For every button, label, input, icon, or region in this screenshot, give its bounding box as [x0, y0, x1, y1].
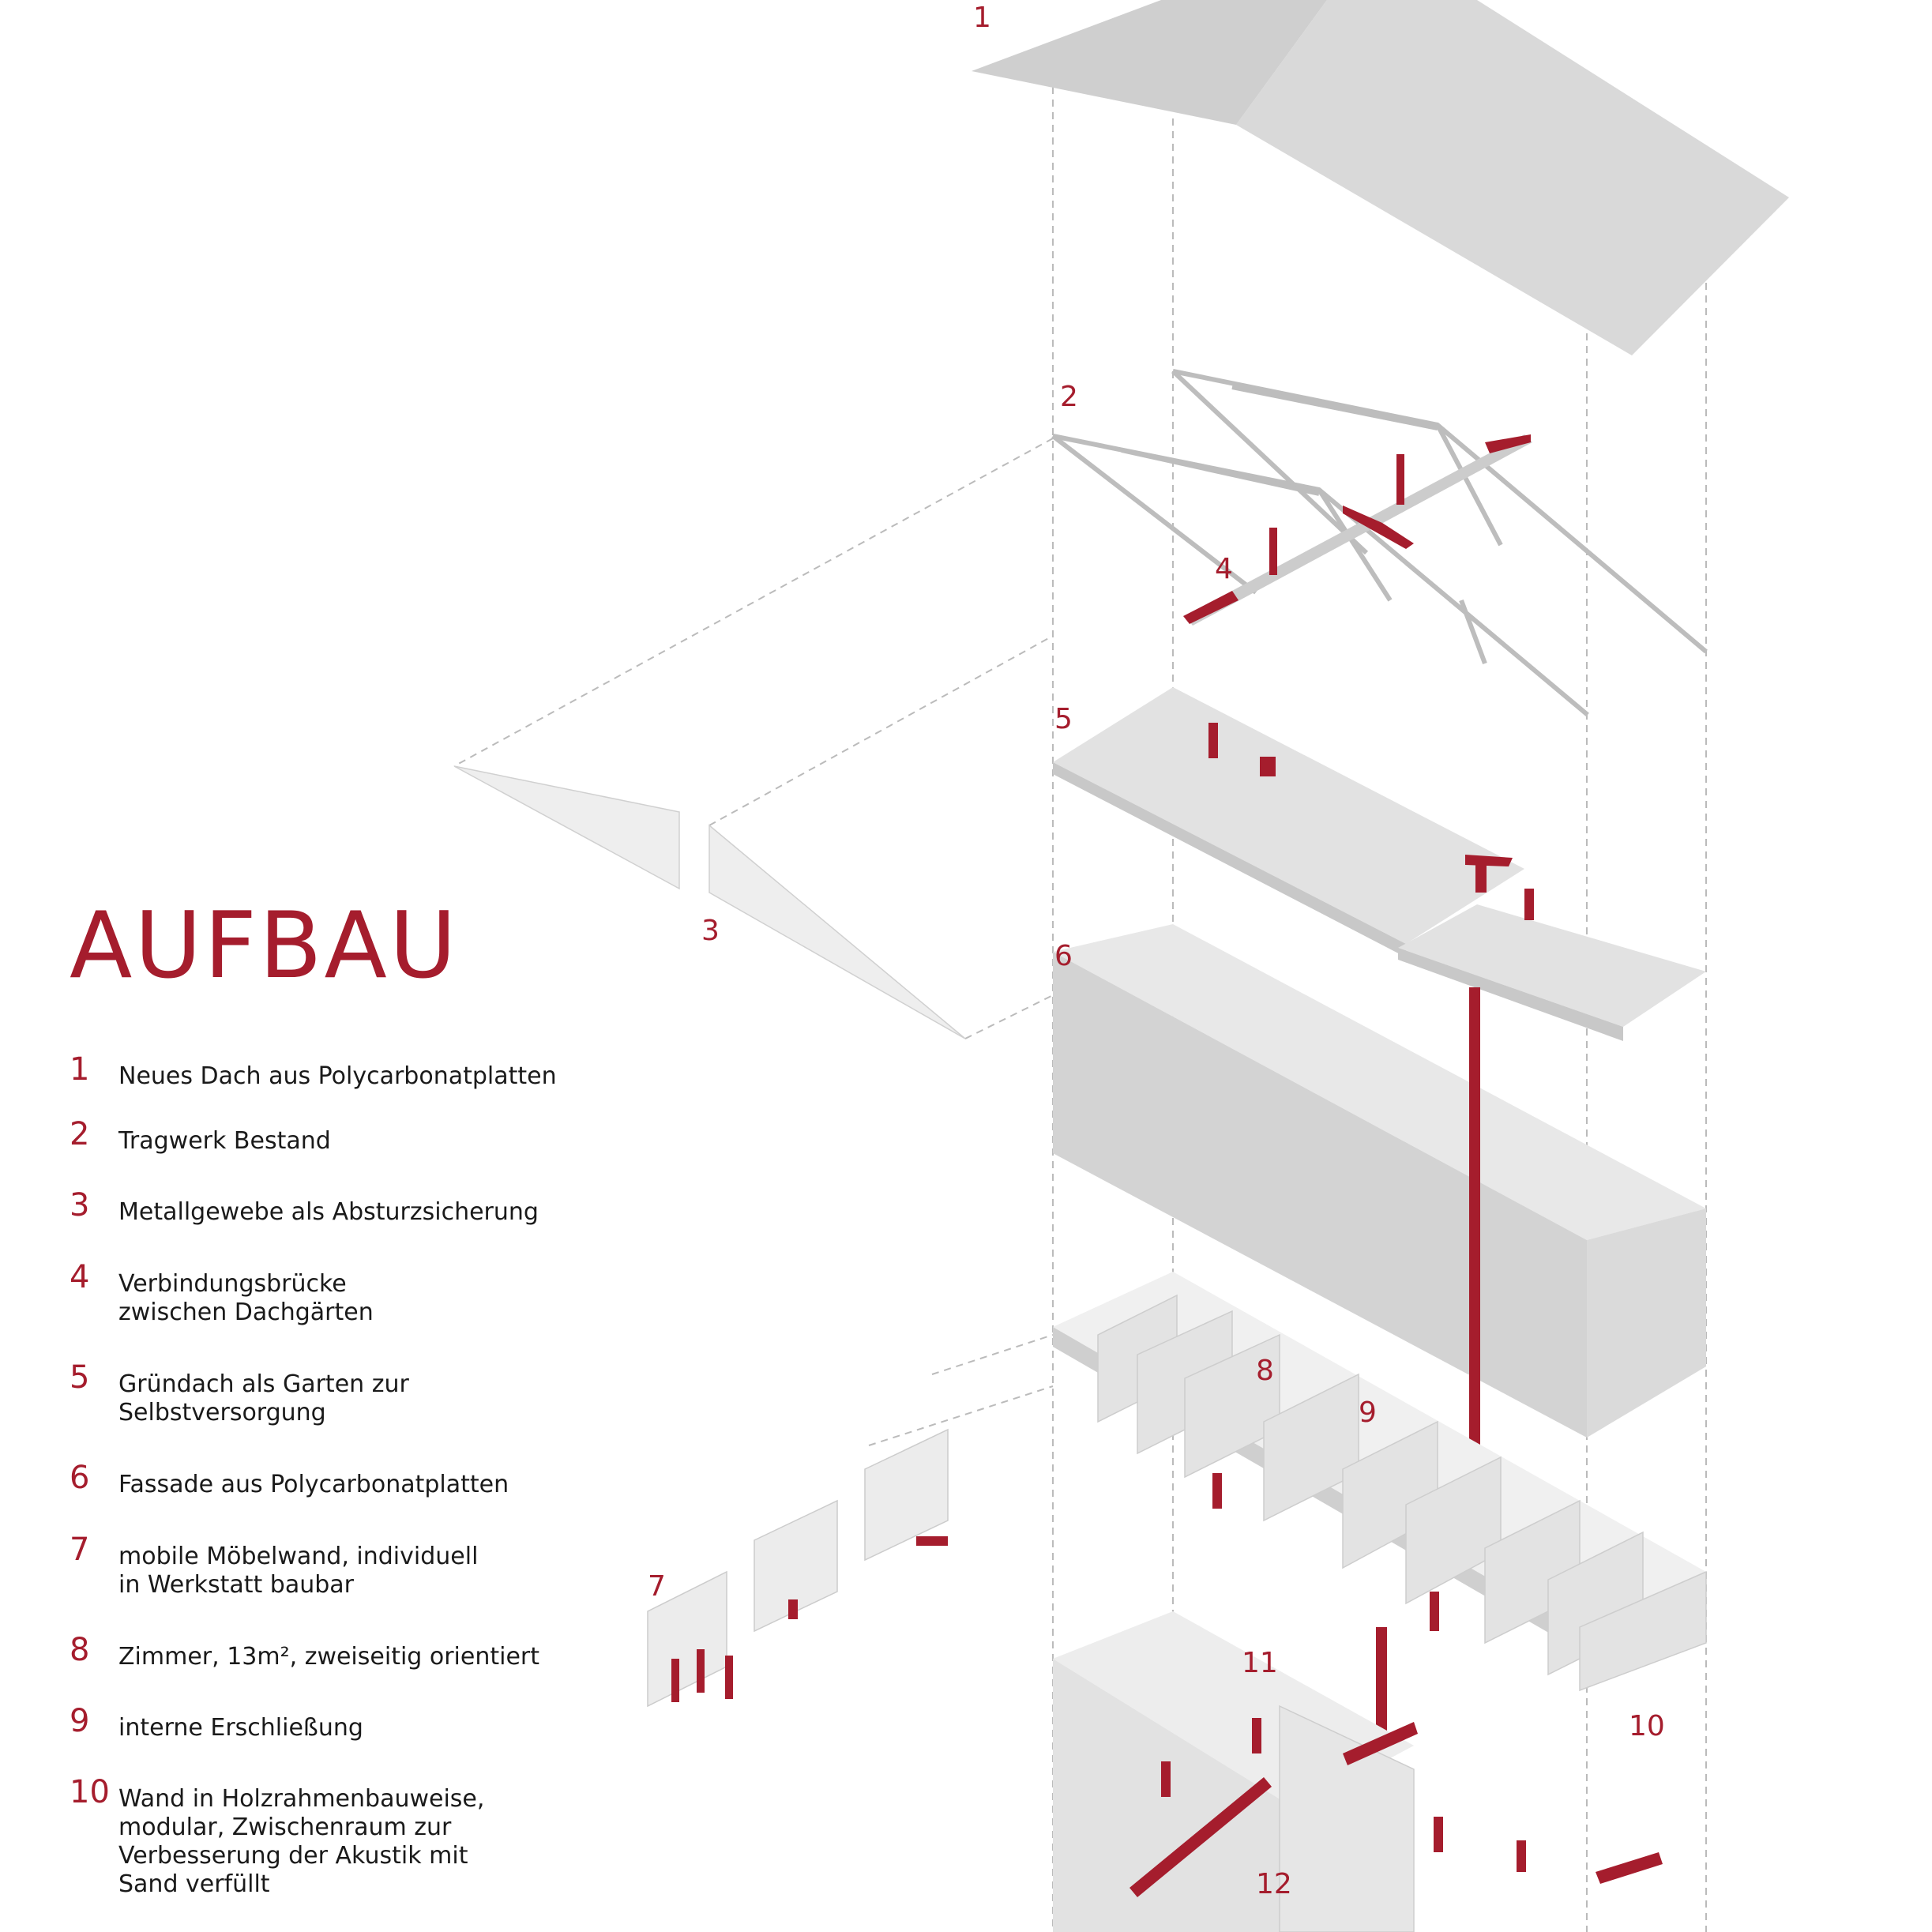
legend-text: interne Erschließung [118, 1714, 363, 1742]
callout-5: 5 [1054, 703, 1073, 735]
legend-number: 3 [70, 1187, 90, 1223]
callout-8: 8 [1256, 1355, 1274, 1387]
legend-text: mobile Möbelwand, individuell in Werksta… [118, 1543, 479, 1599]
legend-number: 8 [70, 1632, 90, 1668]
legend-number: 5 [70, 1359, 90, 1396]
callout-3: 3 [701, 915, 720, 947]
callout-7: 7 [648, 1570, 666, 1603]
page-title: AUFBAU [70, 893, 459, 999]
legend-text: Metallgewebe als Absturzsicherung [118, 1198, 539, 1226]
callout-1: 1 [973, 2, 991, 34]
callout-10: 10 [1629, 1710, 1665, 1742]
legend-text: Verbindungsbrücke zwischen Dachgärten [118, 1270, 374, 1326]
legend-number: 9 [70, 1703, 90, 1739]
legend-text: Fassade aus Polycarbonatplatten [118, 1471, 509, 1498]
connecting-bridge [1183, 434, 1532, 626]
legend-text: Tragwerk Bestand [118, 1127, 331, 1155]
legend-number: 4 [70, 1259, 90, 1295]
legend-text: Wand in Holzrahmenbauweise, modular, Zwi… [118, 1785, 485, 1898]
metal-mesh-panels [453, 765, 966, 1039]
green-roof-slabs [1053, 687, 1706, 1041]
callout-6: 6 [1054, 940, 1073, 972]
upper-floor-rooms [1053, 1272, 1707, 1692]
legend-text: Neues Dach aus Polycarbonatplatten [118, 1062, 557, 1090]
legend-text: Gründach als Garten zur Selbstversorgung [118, 1370, 409, 1426]
callout-2: 2 [1060, 381, 1078, 413]
legend-text: Zimmer, 13m², zweiseitig orientiert [118, 1643, 540, 1671]
truss-structure [1051, 369, 1708, 717]
legend-number: 6 [70, 1460, 90, 1496]
legend-number: 1 [70, 1051, 90, 1088]
lower-floor [1053, 1611, 1663, 1932]
callout-12: 12 [1256, 1868, 1292, 1900]
mobile-furniture-walls [647, 1428, 949, 1708]
human-figures [1208, 723, 1534, 920]
legend-number: 2 [70, 1116, 90, 1152]
callout-4: 4 [1215, 553, 1233, 585]
facade-volume [1053, 924, 1706, 1438]
legend-number: 7 [70, 1532, 90, 1568]
roof [972, 0, 1789, 355]
callout-11: 11 [1242, 1647, 1278, 1679]
legend-number: 10 [70, 1774, 110, 1810]
callout-9: 9 [1359, 1396, 1377, 1429]
